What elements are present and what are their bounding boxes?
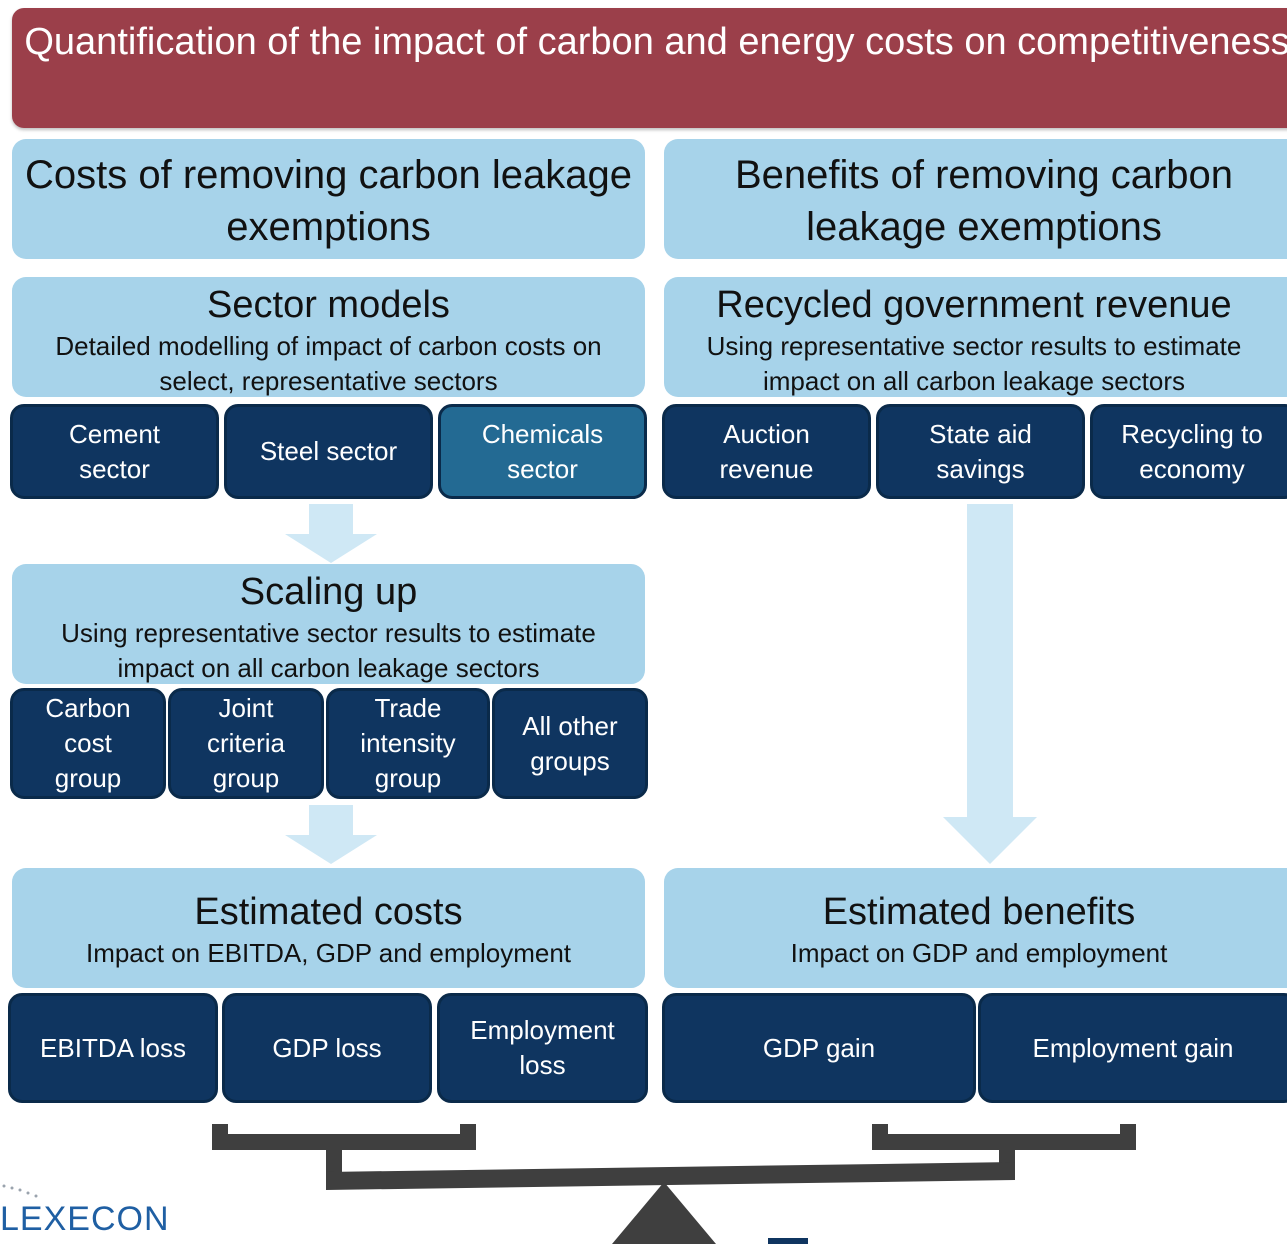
estimated-benefits-box: Estimated benefits Impact on GDP and emp… xyxy=(664,868,1287,988)
logo-dots-icon xyxy=(2,1184,38,1198)
steel-sector-box: Steel sector xyxy=(224,404,433,499)
page-title: Quantification of the impact of carbon a… xyxy=(12,8,1287,128)
benefits-header: Benefits of removing carbon leakage exem… xyxy=(664,139,1287,259)
scaling-up-title: Scaling up xyxy=(239,571,418,613)
trade-intensity-group-box: Trade intensity group xyxy=(326,688,490,799)
costs-header: Costs of removing carbon leakage exempti… xyxy=(12,139,645,259)
recycling-to-economy-box: Recycling to economy xyxy=(1090,404,1287,499)
sector-models-box: Sector models Detailed modelling of impa… xyxy=(12,277,645,397)
gdp-gain-box: GDP gain xyxy=(662,993,976,1103)
chemicals-sector-box: Chemicals sector xyxy=(438,404,647,499)
joint-criteria-group-box: Joint criteria group xyxy=(168,688,324,799)
estimated-costs-box: Estimated costs Impact on EBITDA, GDP an… xyxy=(12,868,645,988)
legend-swatch xyxy=(768,1238,808,1244)
recycled-revenue-subtitle: Using representative sector results to e… xyxy=(706,331,1242,396)
auction-revenue-box: Auction revenue xyxy=(662,404,871,499)
sector-models-subtitle: Detailed modelling of impact of carbon c… xyxy=(55,331,602,396)
estimated-benefits-title: Estimated benefits xyxy=(822,891,1136,933)
cement-sector-box: Cement sector xyxy=(10,404,219,499)
carbon-cost-group-box: Carbon cost group xyxy=(10,688,166,799)
arrow-down-icon xyxy=(285,504,377,563)
arrow-down-icon xyxy=(285,805,377,864)
recycled-revenue-box: Recycled government revenue Using repres… xyxy=(664,277,1287,397)
balance-scale-icon xyxy=(212,1124,1136,1244)
state-aid-savings-box: State aid savings xyxy=(876,404,1085,499)
employment-gain-box: Employment gain xyxy=(978,993,1287,1103)
estimated-costs-title: Estimated costs xyxy=(194,891,463,933)
arrow-down-icon xyxy=(943,504,1037,864)
employment-loss-box: Employment loss xyxy=(437,993,648,1103)
ebitda-loss-box: EBITDA loss xyxy=(8,993,218,1103)
lexecon-logo: LEXECON xyxy=(0,1200,170,1238)
estimated-costs-subtitle: Impact on EBITDA, GDP and employment xyxy=(85,938,572,968)
scaling-up-subtitle: Using representative sector results to e… xyxy=(61,618,596,683)
all-other-groups-box: All other groups xyxy=(492,688,648,799)
sector-models-title: Sector models xyxy=(207,284,450,326)
gdp-loss-box: GDP loss xyxy=(222,993,432,1103)
estimated-benefits-subtitle: Impact on GDP and employment xyxy=(790,938,1168,968)
recycled-revenue-title: Recycled government revenue xyxy=(716,284,1232,326)
scaling-up-box: Scaling up Using representative sector r… xyxy=(12,564,645,684)
